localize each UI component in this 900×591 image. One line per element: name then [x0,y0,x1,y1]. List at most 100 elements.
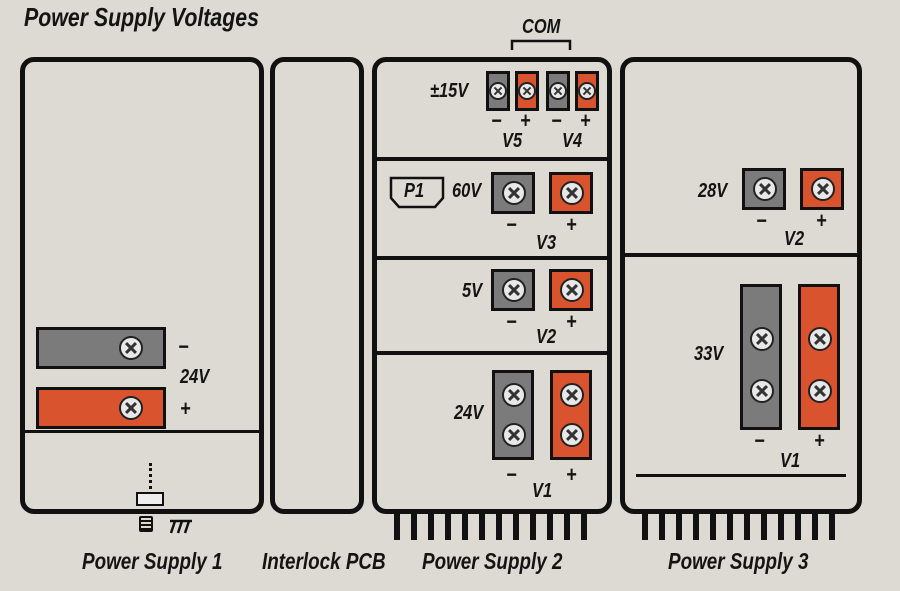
diagram-title: Power Supply Voltages [24,2,259,32]
screw-icon [502,278,526,302]
connector-pin [761,514,767,540]
ps3-v2-positive-terminal [800,168,844,210]
power-supply-1-label: Power Supply 1 [82,548,223,574]
ps1-positive-bar [36,387,166,429]
v3-label: V3 [536,232,557,254]
connector-pin [547,514,553,540]
p1-label: P1 [404,180,425,202]
ps2-divider-3 [377,351,607,355]
screw-icon [489,82,507,100]
v2-plus-sign: + [566,309,577,334]
connector-pin [394,514,400,540]
p1-connector-icon [389,176,445,209]
connector-pin [744,514,750,540]
v1-positive-terminal [550,370,592,460]
v4-plus-sign: + [580,108,591,133]
screw-icon [119,396,143,420]
ps3-v2-minus-sign: − [756,208,767,233]
connector-pin [829,514,835,540]
connector-pin [530,514,536,540]
ps3-v1-label: V1 [780,450,801,472]
screw-icon [502,181,526,205]
ps1-voltage-label: 24V [180,366,210,388]
v2-negative-terminal [491,269,535,311]
chassis-ground-icon [169,519,192,534]
v4-positive-terminal [575,71,599,111]
ps1-divider [25,430,259,433]
v5-minus-sign: − [491,108,502,133]
v3-plus-sign: + [566,212,577,237]
ps3-v2-plus-sign: + [816,208,827,233]
v1-label: V1 [532,480,553,502]
connector-pin [513,514,519,540]
connector-pin [795,514,801,540]
ps1-dotted-line [149,463,152,489]
connector-pin [462,514,468,540]
power-supply-1-box [20,57,264,514]
screw-icon [518,82,536,100]
interlock-pcb-label: Interlock PCB [262,548,386,574]
screw-icon [560,181,584,205]
screw-icon [578,82,596,100]
fuse-icon [136,492,164,506]
v1-negative-terminal [492,370,534,460]
v1-minus-sign: − [506,462,517,487]
ps3-connector-pins [642,514,835,540]
ps2-divider-1 [377,157,607,161]
ps2-connector-pins [394,514,587,540]
v5-label: V5 [502,130,523,152]
connector-pin [564,514,570,540]
v2-minus-sign: − [506,309,517,334]
ps2-row1-voltage: ±15V [430,80,469,102]
power-supply-2-label: Power Supply 2 [422,548,563,574]
ps3-bottom-line [636,474,846,477]
screw-icon [750,327,774,351]
ps2-row4-voltage: 24V [454,402,484,424]
screw-icon [750,379,774,403]
v3-positive-terminal [549,172,593,214]
ps2-divider-2 [377,256,607,260]
v2-positive-terminal [549,269,593,311]
v4-label: V4 [562,130,583,152]
screw-icon [560,278,584,302]
ps1-minus-sign: − [178,334,189,359]
screw-icon [549,82,567,100]
connector-pin [812,514,818,540]
ps3-v1-minus-sign: − [754,428,765,453]
v5-plus-sign: + [520,108,531,133]
connector-pin [693,514,699,540]
v3-minus-sign: − [506,212,517,237]
ps1-negative-bar [36,327,166,369]
screw-icon [119,336,143,360]
power-supply-2-box [372,57,612,514]
connector-pin [428,514,434,540]
screw-icon [560,383,584,407]
v1-plus-sign: + [566,462,577,487]
connector-pin [445,514,451,540]
ps2-row2-voltage: 60V [452,180,482,202]
screw-icon [560,423,584,447]
screw-icon [811,177,835,201]
connector-pin [411,514,417,540]
connector-pin [581,514,587,540]
connector-pin [659,514,665,540]
com-label: COM [522,16,561,38]
ps3-v2-label: V2 [784,228,805,250]
power-supply-3-label: Power Supply 3 [668,548,809,574]
interlock-pcb-box [270,57,364,514]
ps3-v2-negative-terminal [742,168,786,210]
connector-pin [676,514,682,540]
ps3-top-voltage: 28V [698,180,728,202]
connector-pin [496,514,502,540]
ps3-v1-plus-sign: + [814,428,825,453]
ps3-v1-negative-terminal [740,284,782,430]
v4-negative-terminal [546,71,570,111]
connector-pin [479,514,485,540]
screw-icon [753,177,777,201]
v5-negative-terminal [486,71,510,111]
v3-negative-terminal [491,172,535,214]
connector-pin [727,514,733,540]
screw-icon [808,327,832,351]
ps2-row3-voltage: 5V [462,280,483,302]
ps1-plus-sign: + [180,396,191,421]
